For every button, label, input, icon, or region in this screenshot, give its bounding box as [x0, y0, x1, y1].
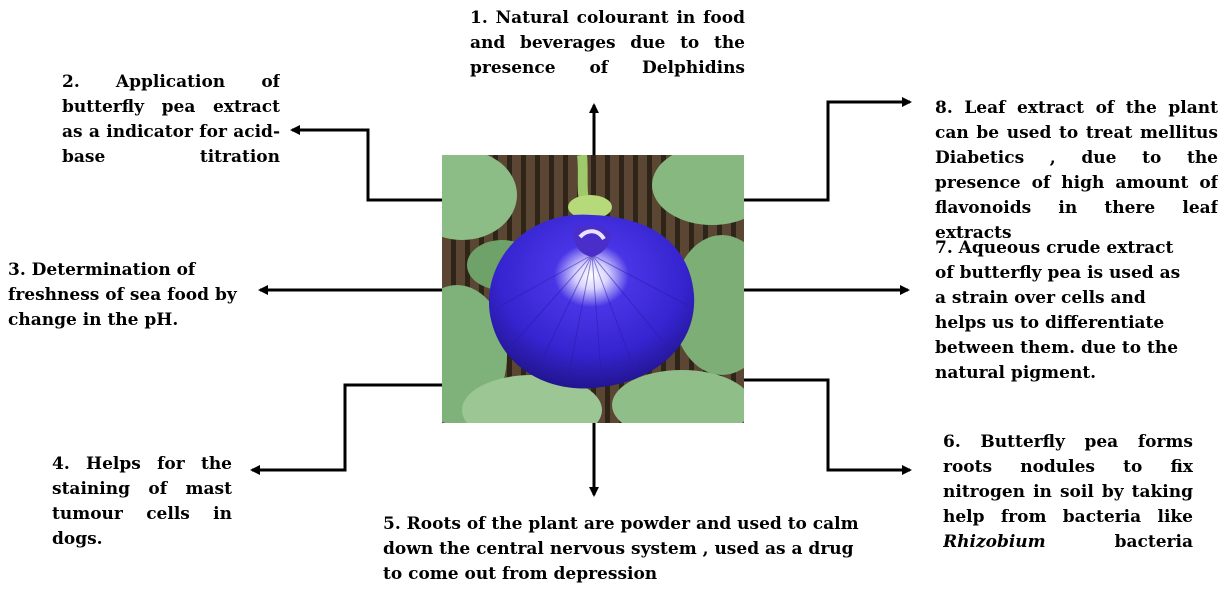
arrow-to-note-2 [292, 130, 442, 200]
arrow-to-note-8 [744, 102, 910, 200]
note-6-nitrogen-fixation: 6. Butterfly pea forms roots nodules to … [943, 430, 1193, 589]
arrow-to-note-6 [744, 380, 910, 470]
note-6-tail: bacteria [1115, 532, 1193, 552]
note-1-natural-colourant: 1. Natural colourant in food and beverag… [470, 6, 745, 116]
note-8-diabetes-treatment: 8. Leaf extract of the plant can be used… [935, 96, 1218, 264]
note-6-rhizobium: Rhizobium [943, 532, 1046, 552]
note-6-text: 6. Butterfly pea forms roots nodules to … [943, 432, 1193, 527]
note-5-roots-nervous-system: 5. Roots of the plant are powder and use… [383, 512, 863, 593]
note-4-mast-cell-staining: 4. Helps for the staining of mast tumour… [52, 452, 232, 570]
arrow-to-note-4 [252, 385, 442, 470]
note-2-acid-base-indicator: 2. Application of butterfly pea extract … [62, 70, 280, 180]
note-3-seafood-freshness: 3. Determination of freshness of sea foo… [8, 258, 248, 348]
